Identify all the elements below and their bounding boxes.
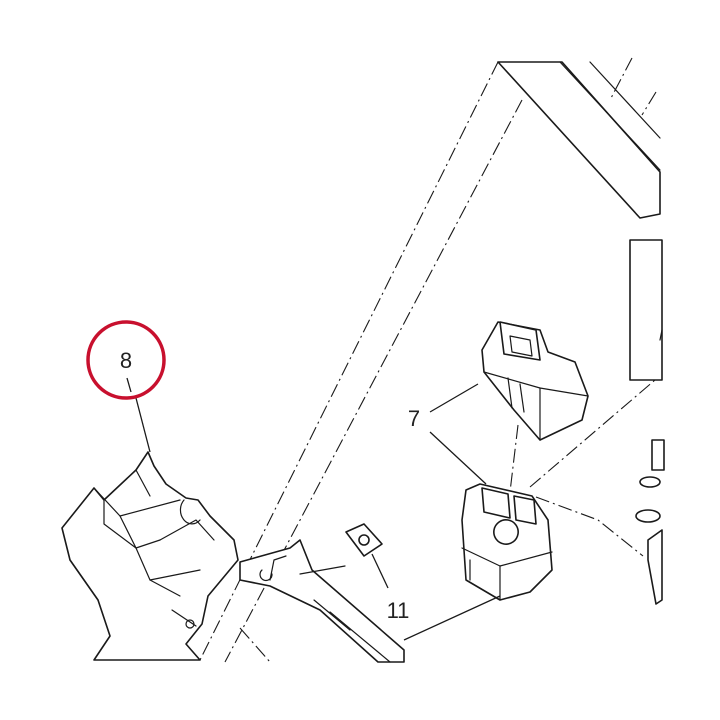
callout-11: 11 [387,598,410,623]
callout-7: 7 [408,406,420,431]
relay-cover [481,321,589,441]
battery-holder-bracket [61,451,239,661]
mounting-bracket-fragment [629,239,663,381]
callout-label-7: 7 [408,406,420,431]
leader-relay-lower [403,595,501,641]
bracket-plate [239,539,405,663]
callout-label-11: 11 [387,598,410,623]
callout-highlight-ring [86,320,166,400]
starter-relay [461,483,553,601]
leader-lines [135,383,487,589]
clip-nut [345,523,383,557]
bolt-assembly [635,439,665,605]
upper-housing-fragment [497,61,661,219]
callout-8: 8 [86,320,166,400]
callout-label-8: 8 [120,348,132,373]
